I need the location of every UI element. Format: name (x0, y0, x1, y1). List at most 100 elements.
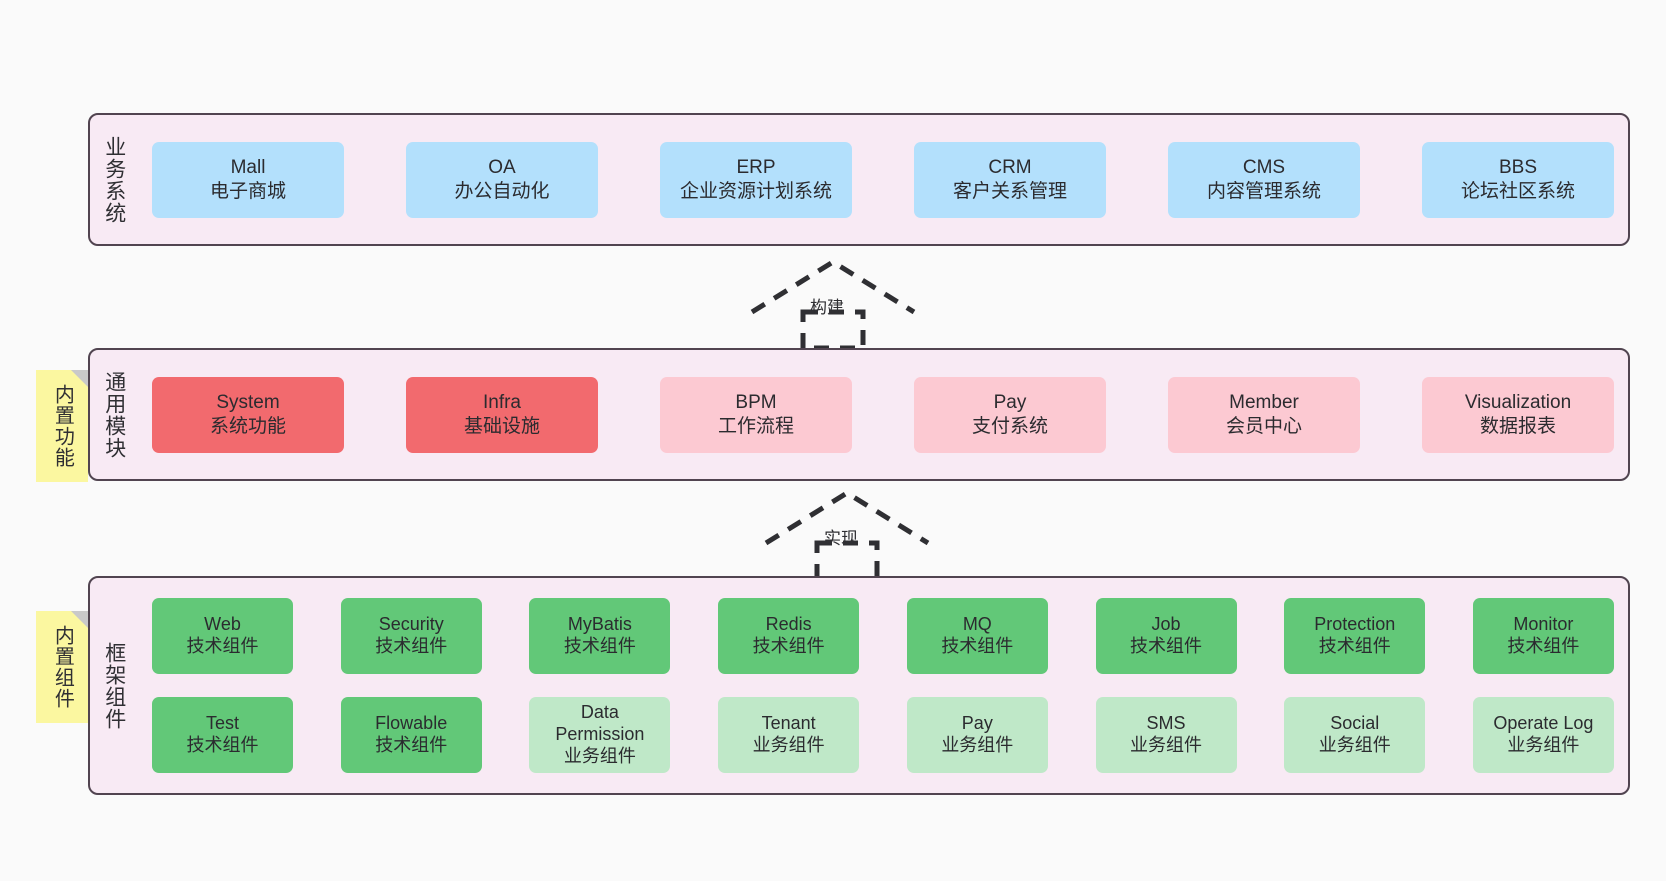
arrow-implement-icon (764, 490, 930, 582)
layer-label-modules: 通用模块 (102, 370, 126, 459)
cell-desc: 工作流程 (717, 415, 794, 437)
layer-label-framework: 框架组件 (102, 641, 126, 730)
framework-cell-pay[interactable]: Pay 业务组件 (906, 696, 1048, 773)
module-cell-list: System 系统功能 Infra 基础设施 BPM 工作流程 Pay 支付系统… (138, 350, 1628, 479)
cell-title: Mall (230, 157, 266, 179)
cell-desc: 技术组件 (941, 636, 1014, 657)
note-fold-corner-icon (71, 370, 88, 387)
cell-desc: 技术组件 (1130, 636, 1203, 657)
cell-desc: 技术组件 (1318, 636, 1391, 657)
cell-desc: 业务组件 (563, 745, 636, 766)
note-builtin-functions-label: 内置功能 (51, 384, 74, 468)
cell-title: Monitor (1513, 614, 1574, 635)
framework-cell-tenant[interactable]: Tenant 业务组件 (718, 696, 860, 773)
framework-row-1: Web 技术组件 Security 技术组件 MyBatis 技术组件 Redi… (152, 594, 1614, 679)
cell-title: MyBatis (567, 614, 632, 635)
cell-desc: 论坛社区系统 (1460, 180, 1575, 202)
cell-desc: 基础设施 (463, 415, 540, 437)
module-cell-bpm[interactable]: BPM 工作流程 (660, 376, 852, 453)
cell-title: Operate Log (1493, 712, 1594, 733)
framework-cell-web[interactable]: Web 技术组件 (152, 598, 293, 675)
note-fold-corner-icon (71, 611, 88, 628)
cell-title: Data Permission (555, 701, 645, 744)
cell-title: Pay (961, 712, 993, 733)
cell-title: Tenant (761, 712, 816, 733)
cell-title: System (216, 392, 280, 414)
framework-cell-job[interactable]: Job 技术组件 (1095, 598, 1237, 675)
arrow-build: 构建 (748, 256, 918, 351)
cell-title: BPM (735, 392, 777, 414)
note-builtin-components: 内置组件 (36, 611, 88, 723)
framework-cell-mq[interactable]: MQ 技术组件 (906, 598, 1048, 675)
cell-desc: 业务组件 (1507, 734, 1580, 755)
cell-title: Test (205, 712, 239, 733)
cell-desc: 技术组件 (1507, 636, 1580, 657)
cell-title: BBS (1498, 157, 1538, 179)
cell-desc: 技术组件 (186, 636, 259, 657)
cell-title: SMS (1146, 712, 1186, 733)
framework-cell-sms[interactable]: SMS 业务组件 (1095, 696, 1237, 773)
arrow-build-icon (750, 259, 916, 351)
cell-desc: 企业资源计划系统 (679, 180, 832, 202)
cell-title: ERP (736, 157, 776, 179)
cell-desc: 技术组件 (752, 636, 825, 657)
framework-cell-grid: Web 技术组件 Security 技术组件 MyBatis 技术组件 Redi… (138, 578, 1628, 793)
note-builtin-components-label: 内置组件 (51, 625, 74, 709)
module-cell-member[interactable]: Member 会员中心 (1168, 376, 1360, 453)
business-cell-erp[interactable]: ERP 企业资源计划系统 (660, 141, 852, 218)
cell-desc: 会员中心 (1225, 415, 1302, 437)
layer-framework-components: 框架组件 Web 技术组件 Security 技术组件 MyBatis 技术组件… (88, 576, 1630, 795)
cell-title: Visualization (1464, 392, 1572, 414)
cell-desc: 业务组件 (1318, 734, 1391, 755)
cell-title: Social (1330, 712, 1380, 733)
cell-desc: 技术组件 (563, 636, 636, 657)
module-cell-infra[interactable]: Infra 基础设施 (406, 376, 598, 453)
cell-desc: 业务组件 (752, 734, 825, 755)
framework-cell-security[interactable]: Security 技术组件 (340, 598, 482, 675)
framework-cell-redis[interactable]: Redis 技术组件 (718, 598, 860, 675)
business-cell-crm[interactable]: CRM 客户关系管理 (914, 141, 1106, 218)
framework-cell-operate-log[interactable]: Operate Log 业务组件 (1472, 696, 1614, 773)
module-cell-pay[interactable]: Pay 支付系统 (914, 376, 1106, 453)
business-cell-list: Mall 电子商城 OA 办公自动化 ERP 企业资源计划系统 CRM 客户关系… (138, 115, 1628, 244)
arrow-build-label: 构建 (810, 298, 844, 317)
cell-title: MQ (962, 614, 992, 635)
business-cell-bbs[interactable]: BBS 论坛社区系统 (1422, 141, 1614, 218)
framework-cell-data-permission[interactable]: Data Permission 业务组件 (529, 696, 671, 773)
cell-title: Web (204, 614, 241, 635)
cell-desc: 内容管理系统 (1206, 180, 1321, 202)
cell-desc: 支付系统 (971, 415, 1048, 437)
cell-title: Flowable (375, 712, 448, 733)
cell-desc: 业务组件 (1130, 734, 1203, 755)
framework-cell-protection[interactable]: Protection 技术组件 (1284, 598, 1426, 675)
module-cell-visualization[interactable]: Visualization 数据报表 (1422, 376, 1614, 453)
arrow-implement-label: 实现 (824, 529, 858, 548)
cell-title: Job (1151, 614, 1181, 635)
cell-desc: 技术组件 (375, 636, 448, 657)
framework-cell-test[interactable]: Test 技术组件 (152, 696, 293, 773)
cell-title: CMS (1242, 157, 1286, 179)
layer-common-modules: 通用模块 System 系统功能 Infra 基础设施 BPM 工作流程 Pay… (88, 348, 1630, 481)
cell-title: Pay (993, 392, 1027, 414)
note-builtin-functions: 内置功能 (36, 370, 88, 482)
framework-cell-monitor[interactable]: Monitor 技术组件 (1472, 598, 1614, 675)
cell-title: Security (378, 614, 444, 635)
cell-desc: 电子商城 (209, 180, 286, 202)
cell-desc: 技术组件 (375, 734, 448, 755)
framework-cell-flowable[interactable]: Flowable 技术组件 (340, 696, 482, 773)
business-cell-mall[interactable]: Mall 电子商城 (152, 141, 344, 218)
cell-title: Redis (765, 614, 812, 635)
cell-title: OA (488, 157, 516, 179)
cell-desc: 数据报表 (1479, 415, 1556, 437)
cell-desc: 客户关系管理 (952, 180, 1067, 202)
cell-title: CRM (988, 157, 1032, 179)
cell-desc: 系统功能 (209, 415, 286, 437)
module-cell-system[interactable]: System 系统功能 (152, 376, 344, 453)
business-cell-cms[interactable]: CMS 内容管理系统 (1168, 141, 1360, 218)
framework-cell-mybatis[interactable]: MyBatis 技术组件 (529, 598, 671, 675)
cell-title: Protection (1314, 614, 1396, 635)
framework-cell-social[interactable]: Social 业务组件 (1284, 696, 1426, 773)
cell-title: Infra (482, 392, 522, 414)
business-cell-oa[interactable]: OA 办公自动化 (406, 141, 598, 218)
